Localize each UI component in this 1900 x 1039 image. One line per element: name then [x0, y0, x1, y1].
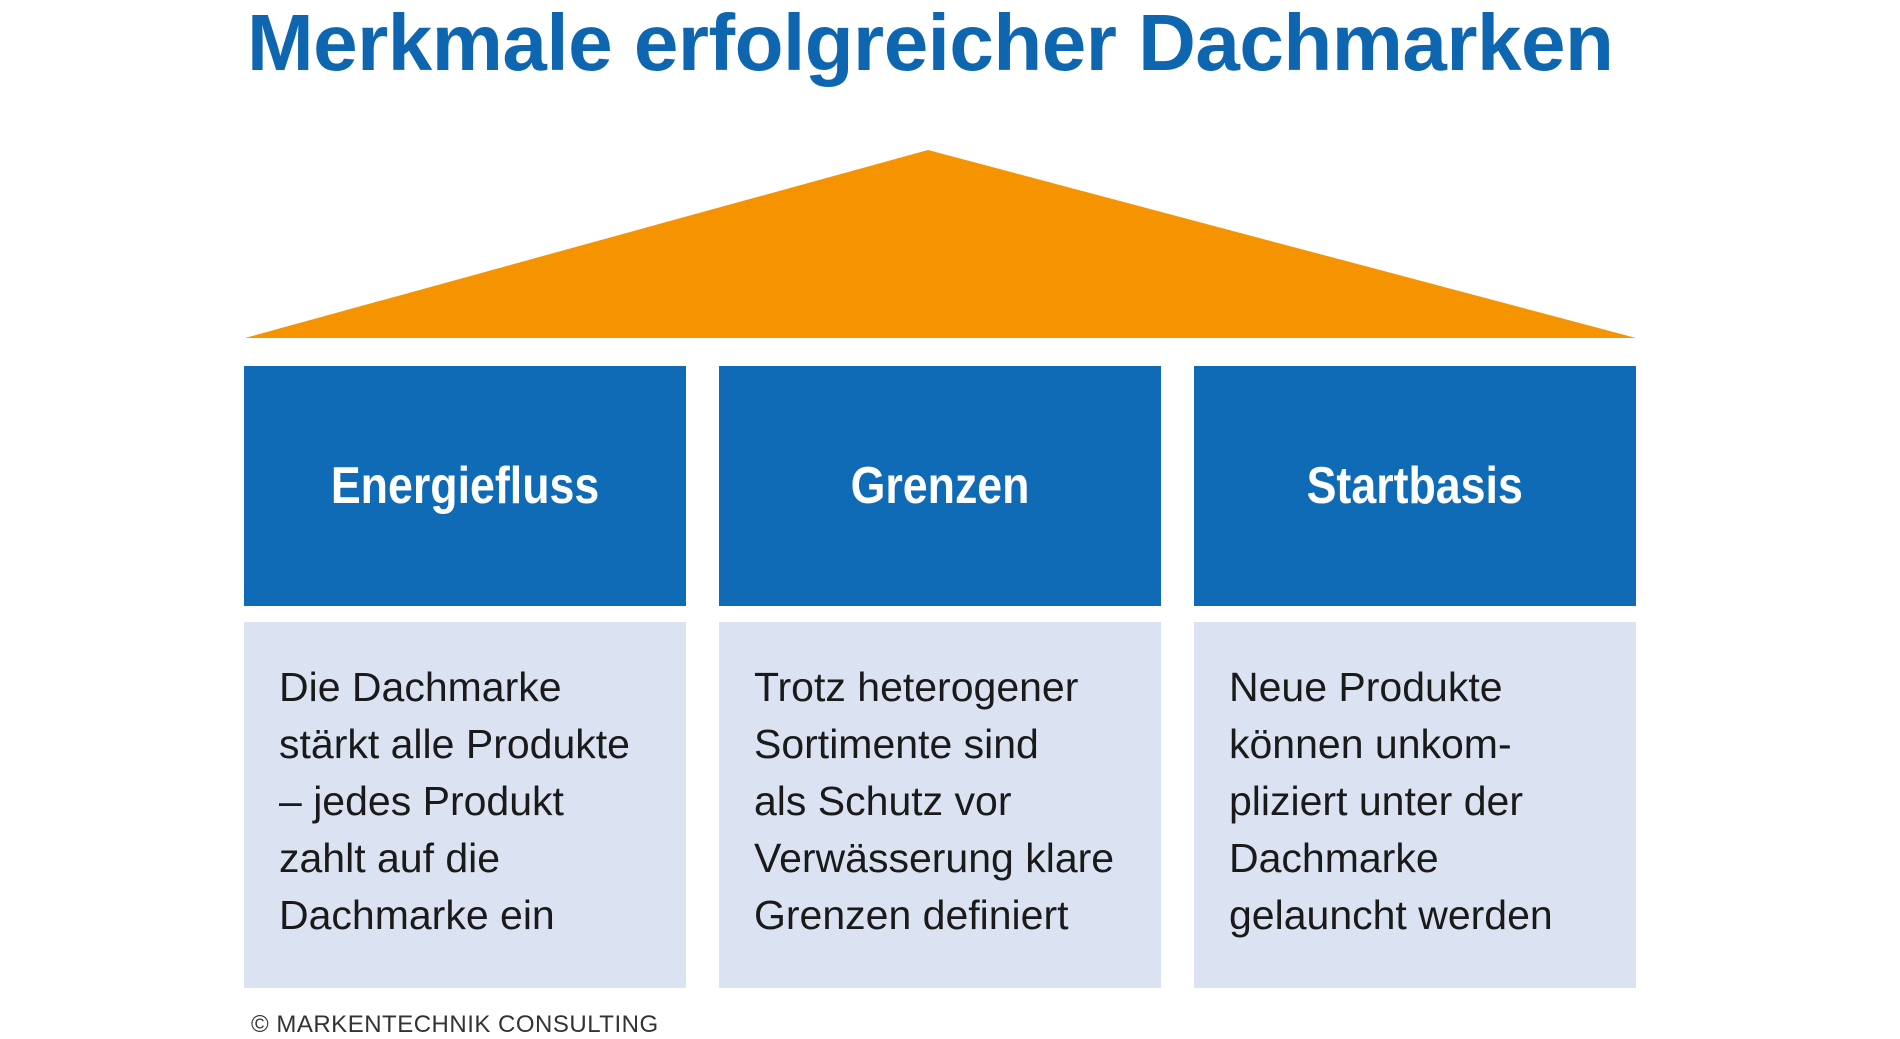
- pillar-text: Die Dachmarke stärkt alle Produkte – jed…: [279, 664, 630, 938]
- pillar-heading: Startbasis: [1306, 457, 1524, 515]
- pillar-text: Trotz heterogener Sortimente sind als Sc…: [754, 664, 1115, 938]
- pillar-text: Neue Produkte können unkom- pliziert unt…: [1229, 664, 1553, 938]
- pillar-head-startbasis: Startbasis: [1194, 366, 1636, 606]
- pillar-head-grenzen: Grenzen: [719, 366, 1161, 606]
- diagram-title: Merkmale erfolgreicher Dachmarken: [247, 0, 1614, 87]
- roof-shape: [245, 150, 1636, 338]
- pillar-body-grenzen: Trotz heterogener Sortimente sind als Sc…: [719, 622, 1161, 988]
- pillar-head-energiefluss: Energiefluss: [244, 366, 686, 606]
- copyright-notice: © MARKENTECHNIK CONSULTING: [251, 1011, 659, 1038]
- pillar-body-startbasis: Neue Produkte können unkom- pliziert unt…: [1194, 622, 1636, 988]
- pillar-body-energiefluss: Die Dachmarke stärkt alle Produkte – jed…: [244, 622, 686, 988]
- pillar-heading: Grenzen: [850, 457, 1030, 515]
- pillar-heading: Energiefluss: [330, 457, 600, 515]
